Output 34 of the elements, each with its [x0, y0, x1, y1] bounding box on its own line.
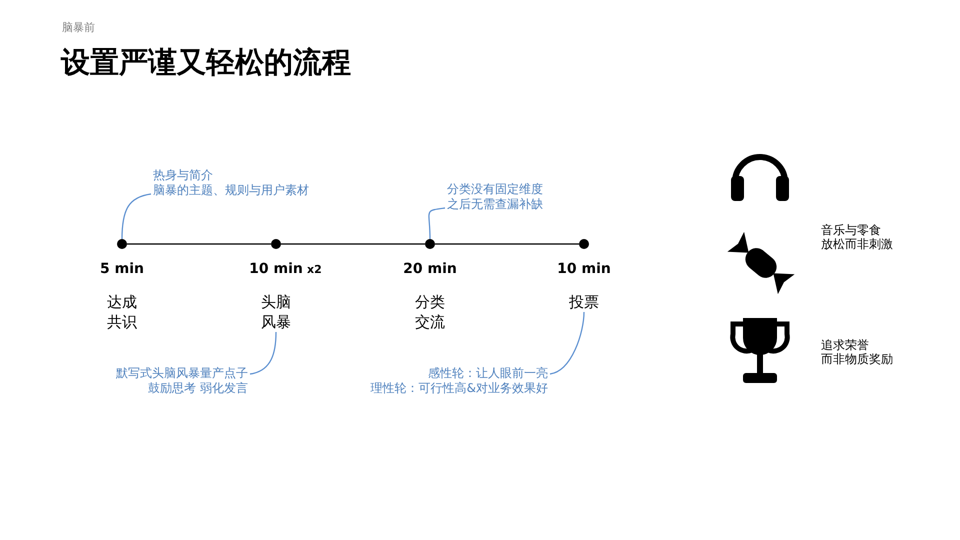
duration-label: 10 min [557, 260, 611, 279]
annotation-text: 鼓励思考 弱化发言 [147, 381, 248, 396]
leader-line [121, 193, 152, 240]
timeline-dot [425, 239, 435, 249]
annotation-text: 感性轮：让人眼前一亮 [427, 366, 548, 381]
note-text: 追求荣誉 [821, 338, 869, 352]
note-text: 音乐与零食 [821, 223, 881, 237]
note-text: 而非物质奖励 [821, 352, 893, 366]
duration-label: 10 min [249, 260, 303, 279]
step-label: 投票 [568, 292, 600, 312]
title: 设置严谨又轻松的流程 [61, 44, 351, 80]
leader-line [428, 207, 446, 240]
step-label: 分类交流 [414, 292, 446, 332]
annotation-text: 理性轮：可行性高&对业务效果好 [370, 381, 548, 396]
annotation-text: 脑暴的主题、规则与用户素材 [153, 183, 310, 198]
leader-line [250, 332, 277, 375]
duration-label: 20 min [403, 260, 457, 279]
step-label: 头脑风暴 [260, 292, 292, 332]
timeline-line [435, 243, 579, 245]
duration-label: 5 min [100, 260, 144, 279]
timeline-dot [579, 239, 589, 249]
note-text: 放松而非刺激 [821, 237, 893, 251]
annotation-text: 之后无需查漏补缺 [447, 197, 544, 212]
annotation-text: 默写式头脑风暴量产点子 [115, 366, 248, 381]
leader-line [550, 312, 585, 375]
annotation-text: 热身与简介 [153, 168, 214, 183]
timeline-line [281, 243, 425, 245]
timeline-dot [117, 239, 127, 249]
timeline-line [127, 243, 271, 245]
step-label: 达成共识 [106, 292, 138, 332]
section-label: 脑暴前 [62, 20, 95, 35]
annotation-text: 分类没有固定维度 [447, 182, 544, 197]
timeline-dot [271, 239, 281, 249]
multiplier-label: x2 [307, 262, 322, 278]
